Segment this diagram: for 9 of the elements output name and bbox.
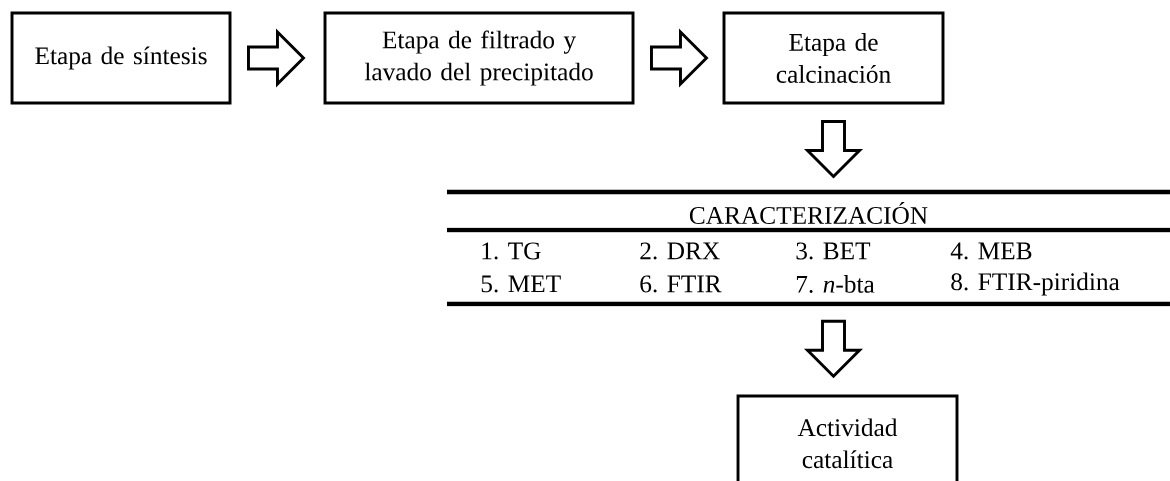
process-box: Actividad catalítica (736, 394, 959, 481)
block-arrow (803, 120, 864, 179)
process-box: Etapa de síntesis (10, 11, 232, 105)
process-box: Etapa de calcinación (722, 11, 945, 105)
block-arrow (247, 28, 306, 88)
characterization-table: CARACTERIZACIÓN 1. TG 2. DRX 3. BET 4. MEB 5. MET 6. FTIR 7. n-bta 8. FTIR-piridina (447, 189, 1170, 307)
block-arrow (803, 319, 864, 379)
block-arrow (650, 28, 709, 88)
process-box: Etapa de filtrado y lavado del precipitado (323, 11, 635, 105)
